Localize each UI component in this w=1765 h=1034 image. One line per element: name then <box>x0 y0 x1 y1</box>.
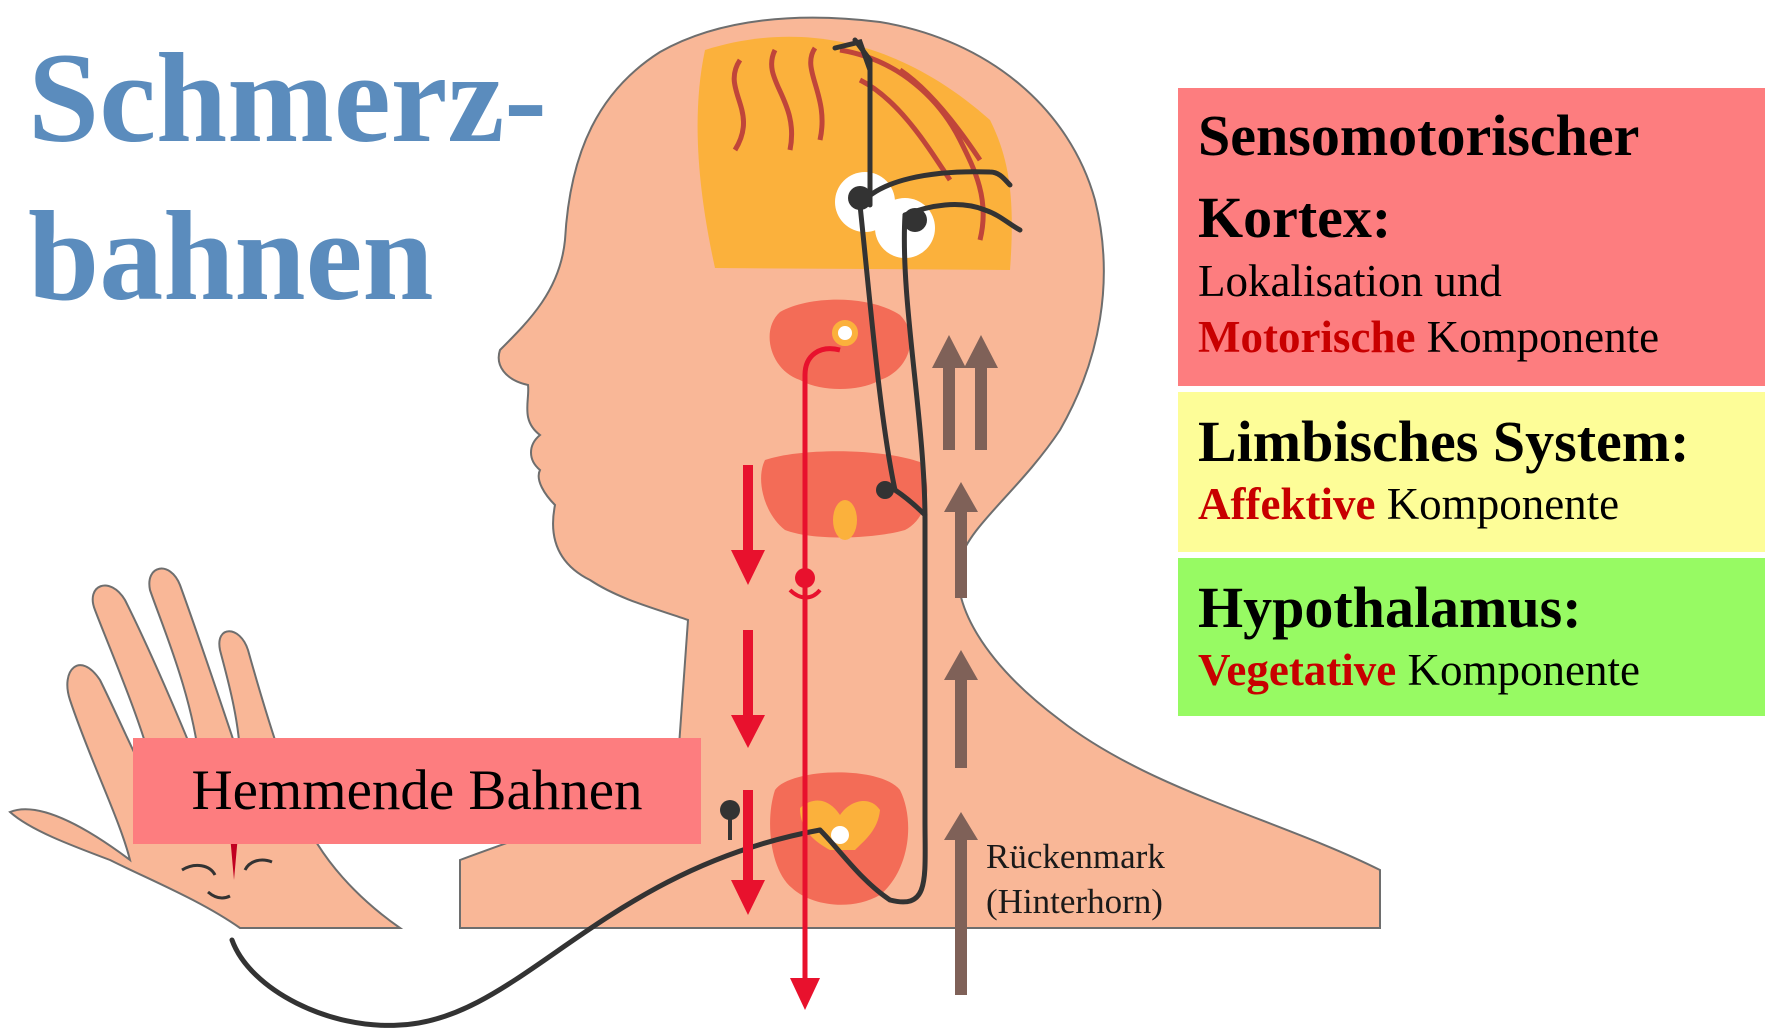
inhibitory-pathways-label: Hemmende Bahnen <box>133 738 701 844</box>
synapse <box>848 186 872 210</box>
limbic-heading: Limbisches System: <box>1198 392 1765 476</box>
spinal-cord-label: Rückenmark (Hinterhorn) <box>986 834 1165 924</box>
cortex-heading-2: Kortex: <box>1198 170 1765 252</box>
synapse-2 <box>903 208 927 232</box>
limbic-box: Limbisches System: Affektive Komponente <box>1178 392 1765 552</box>
cortex-text-2: Motorische Komponente <box>1198 309 1765 365</box>
title-line-2: bahnen <box>28 192 434 320</box>
hypothalamus-heading: Hypothalamus: <box>1198 558 1765 642</box>
hypothalamus-text: Vegetative Komponente <box>1198 642 1765 698</box>
cortex-highlight: Motorische <box>1198 312 1415 362</box>
title-line-1: Schmerz- <box>28 34 547 162</box>
hypothalamus-text-rest: Komponente <box>1396 645 1640 695</box>
hypothalamus-highlight: Vegetative <box>1198 645 1396 695</box>
cortex-heading-1: Sensomotorischer <box>1198 88 1765 170</box>
hypothalamus-box: Hypothalamus: Vegetative Komponente <box>1178 558 1765 716</box>
cortex-box: Sensomotorischer Kortex: Lokalisation un… <box>1178 88 1765 386</box>
synapse-3 <box>876 481 894 499</box>
limbic-highlight: Affektive <box>1198 479 1375 529</box>
spinal-cord-label-2: (Hinterhorn) <box>986 879 1165 924</box>
limbic-text-rest: Komponente <box>1375 479 1619 529</box>
cortex-text-1: Lokalisation und <box>1198 253 1765 309</box>
inhibitory-arrow-main <box>790 978 820 1010</box>
spinal-cord-label-1: Rückenmark <box>986 834 1165 879</box>
limbic-text: Affektive Komponente <box>1198 476 1765 532</box>
cortex-text-rest: Komponente <box>1415 312 1659 362</box>
